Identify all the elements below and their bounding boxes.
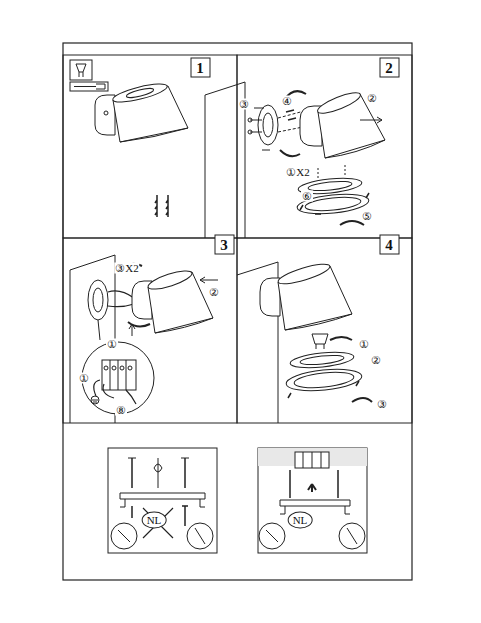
callout-number: ② bbox=[366, 93, 378, 104]
panel-number: 3 bbox=[219, 238, 229, 253]
callout-number: ① bbox=[358, 339, 370, 350]
callout-number: ⑧ bbox=[115, 405, 127, 416]
callout-number: ③ bbox=[238, 99, 250, 110]
callout-number: ③ bbox=[376, 399, 388, 410]
callout-number: ② bbox=[208, 287, 220, 298]
callout-number: ① bbox=[106, 339, 118, 350]
callout-number: NL bbox=[288, 512, 313, 529]
callout-number: ② bbox=[370, 355, 382, 366]
callout-number: ①X2 bbox=[285, 167, 310, 178]
callout-number: NL bbox=[142, 512, 167, 529]
callout-number: ⑤ bbox=[361, 211, 373, 222]
panel-number: 4 bbox=[384, 238, 394, 253]
panel-number: 2 bbox=[384, 61, 394, 76]
callout-number: ④ bbox=[281, 96, 293, 107]
callout-number: ① bbox=[78, 373, 90, 384]
callout-number: ⑥ bbox=[301, 191, 313, 202]
callout-number: ③X2 bbox=[114, 263, 139, 274]
panel-number: 1 bbox=[195, 61, 205, 76]
